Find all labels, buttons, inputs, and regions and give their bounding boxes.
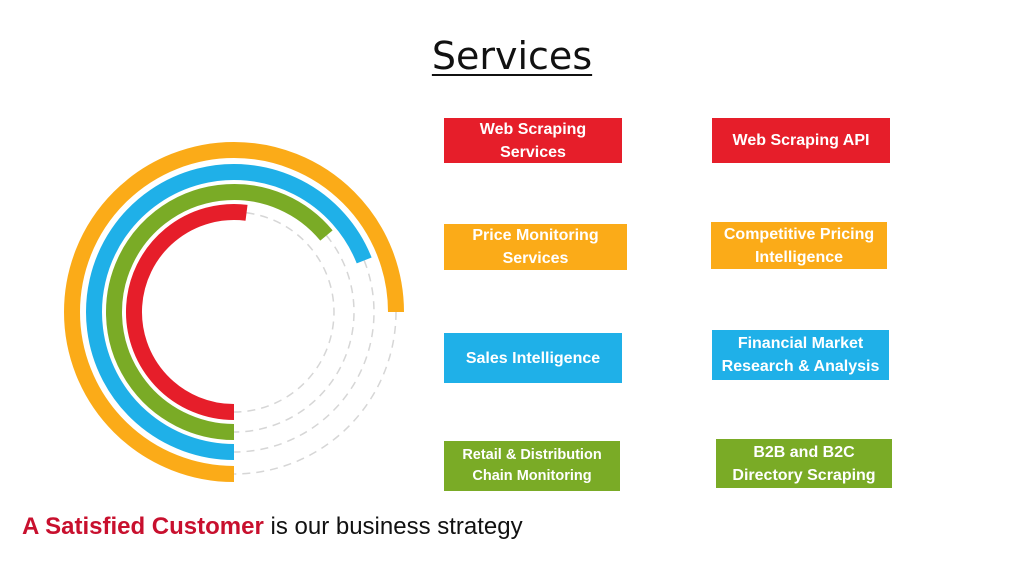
service-label: Sales Intelligence [465, 349, 601, 367]
service-price-monitoring[interactable]: Price Monitoring Services [444, 224, 627, 270]
service-b2b-b2c[interactable]: B2B and B2C Directory Scraping [716, 439, 892, 488]
tagline-emphasis: A Satisfied Customer [22, 513, 264, 540]
tagline-rest: is our business strategy [263, 513, 523, 540]
ring-arc-red [126, 204, 248, 420]
service-label: Financial Market Research & Analysis [721, 335, 880, 375]
service-label: Competitive Pricing Intelligence [723, 225, 875, 266]
ring-arc-blue [86, 164, 372, 460]
page-title-text: Services [431, 34, 593, 78]
service-sales-intelligence[interactable]: Sales Intelligence [444, 333, 622, 383]
ring-arc-green [106, 184, 333, 440]
service-label: Web Scraping API [732, 132, 870, 149]
page-title: Services [0, 34, 1024, 78]
progress-rings-graphic [64, 142, 404, 482]
ring-arc-orange [64, 142, 404, 482]
service-label: Retail & Distribution Chain Monitoring [462, 447, 602, 484]
service-financial-market[interactable]: Financial Market Research & Analysis [712, 330, 889, 380]
ring-track-blue [234, 260, 375, 453]
ring-track-green [234, 235, 355, 433]
service-label: B2B and B2C Directory Scraping [732, 443, 876, 484]
ring-track-orange [234, 311, 397, 475]
service-retail-distribution[interactable]: Retail & Distribution Chain Monitoring [444, 441, 620, 491]
tagline: A Satisfied Customer is our business str… [22, 513, 523, 541]
service-web-scraping-services[interactable]: Web Scraping Services [444, 118, 622, 163]
service-label: Web Scraping Services [479, 120, 587, 161]
service-competitive-pricing[interactable]: Competitive Pricing Intelligence [711, 222, 887, 269]
service-web-scraping-api[interactable]: Web Scraping API [712, 118, 890, 163]
service-label: Price Monitoring Services [472, 227, 599, 267]
ring-track-red [234, 212, 335, 413]
